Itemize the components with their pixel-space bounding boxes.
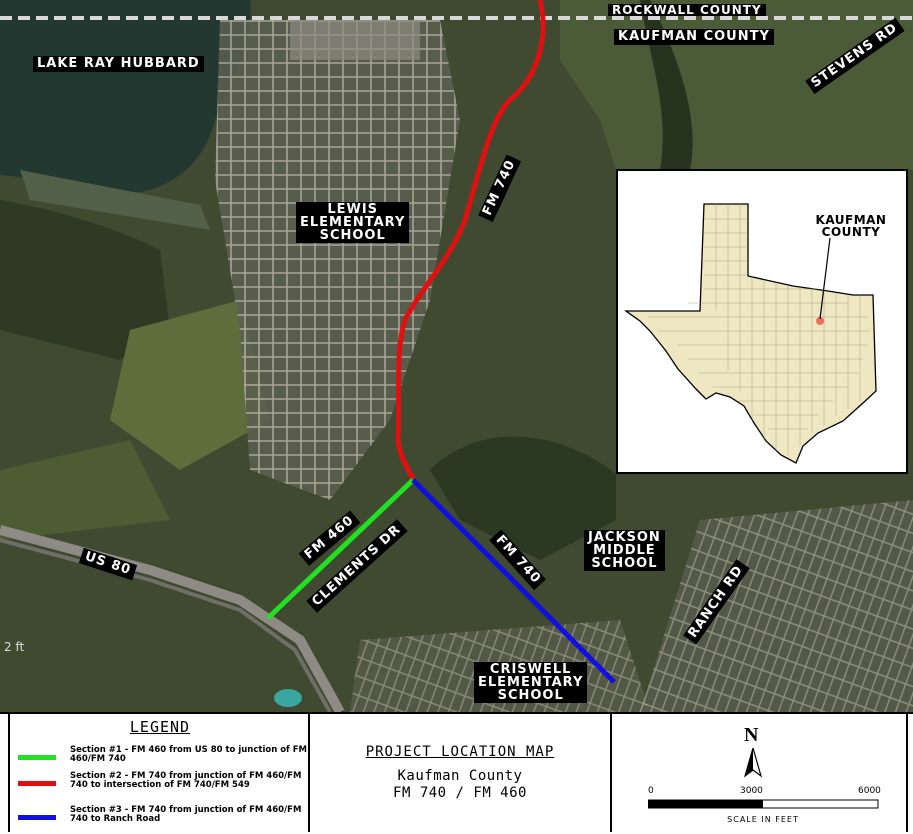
jackson-middle-label: JACKSON MIDDLE SCHOOL [584,530,665,571]
criswell-elementary-label: CRISWELL ELEMENTARY SCHOOL [474,662,588,703]
north-arrow-icon [744,748,762,778]
section2-route [395,0,546,481]
scale-tick-6000: 6000 [858,786,881,796]
section2-swatch [18,781,56,786]
woodland-west [0,200,170,360]
legend-title: LEGEND [129,718,191,736]
rockwall-county-label: ROCKWALL COUNTY [608,4,766,16]
project-title: PROJECT LOCATION MAP [365,744,555,760]
texas-outline [623,203,877,464]
legend-item-section1: Section #1 - FM 460 from US 80 to juncti… [18,746,308,774]
north-label: N [744,724,759,746]
lake-ray-hubbard-label: LAKE RAY HUBBARD [33,56,204,72]
legend-item-section3: Section #3 - FM 740 from junction of FM … [18,806,308,834]
county-lines [648,204,870,456]
field-2 [0,440,170,540]
lake-ray-hubbard [0,0,251,193]
scale-caption: SCALE IN FEET [727,815,799,824]
kaufman-county-label: KAUFMAN COUNTY [614,29,774,45]
pond [274,689,302,707]
legend-item-section2: Section #2 - FM 740 from junction of FM … [18,772,308,800]
section1-swatch [18,755,56,760]
field-1 [110,300,270,470]
dam-causeway [20,170,210,230]
scale-tick-0: 0 [648,786,654,796]
kaufman-county-marker [816,317,824,325]
texas-inset-map: KAUFMAN COUNTY [616,169,908,474]
title-block: PROJECT LOCATION MAP Kaufman County FM 7… [310,714,612,832]
section3-swatch [18,815,56,820]
legend-panel: LEGEND Section #1 - FM 460 from US 80 to… [8,714,310,832]
inset-county-label: KAUFMAN COUNTY [815,213,887,239]
lewis-elementary-label: LEWIS ELEMENTARY SCHOOL [296,202,410,243]
texas-state-shape [623,203,877,464]
scale-tick-3000: 3000 [740,786,763,796]
map-info-strip: LEGEND Section #1 - FM 460 from US 80 to… [0,712,913,832]
scale-fragment-text: 2 ft [4,640,25,654]
section1-route [266,478,415,620]
fields-northeast [560,0,913,170]
project-county: Kaufman County [397,768,523,784]
woods-center [430,436,616,560]
subdivision-southeast [640,500,913,712]
subdivision-block [290,20,420,60]
scale-bar [648,799,879,809]
callout-line [819,237,831,320]
scale-panel: N 0 3000 6000 SCALE IN FEET [612,714,908,832]
section3-route [411,478,616,684]
project-roads: FM 740 / FM 460 [393,785,527,801]
